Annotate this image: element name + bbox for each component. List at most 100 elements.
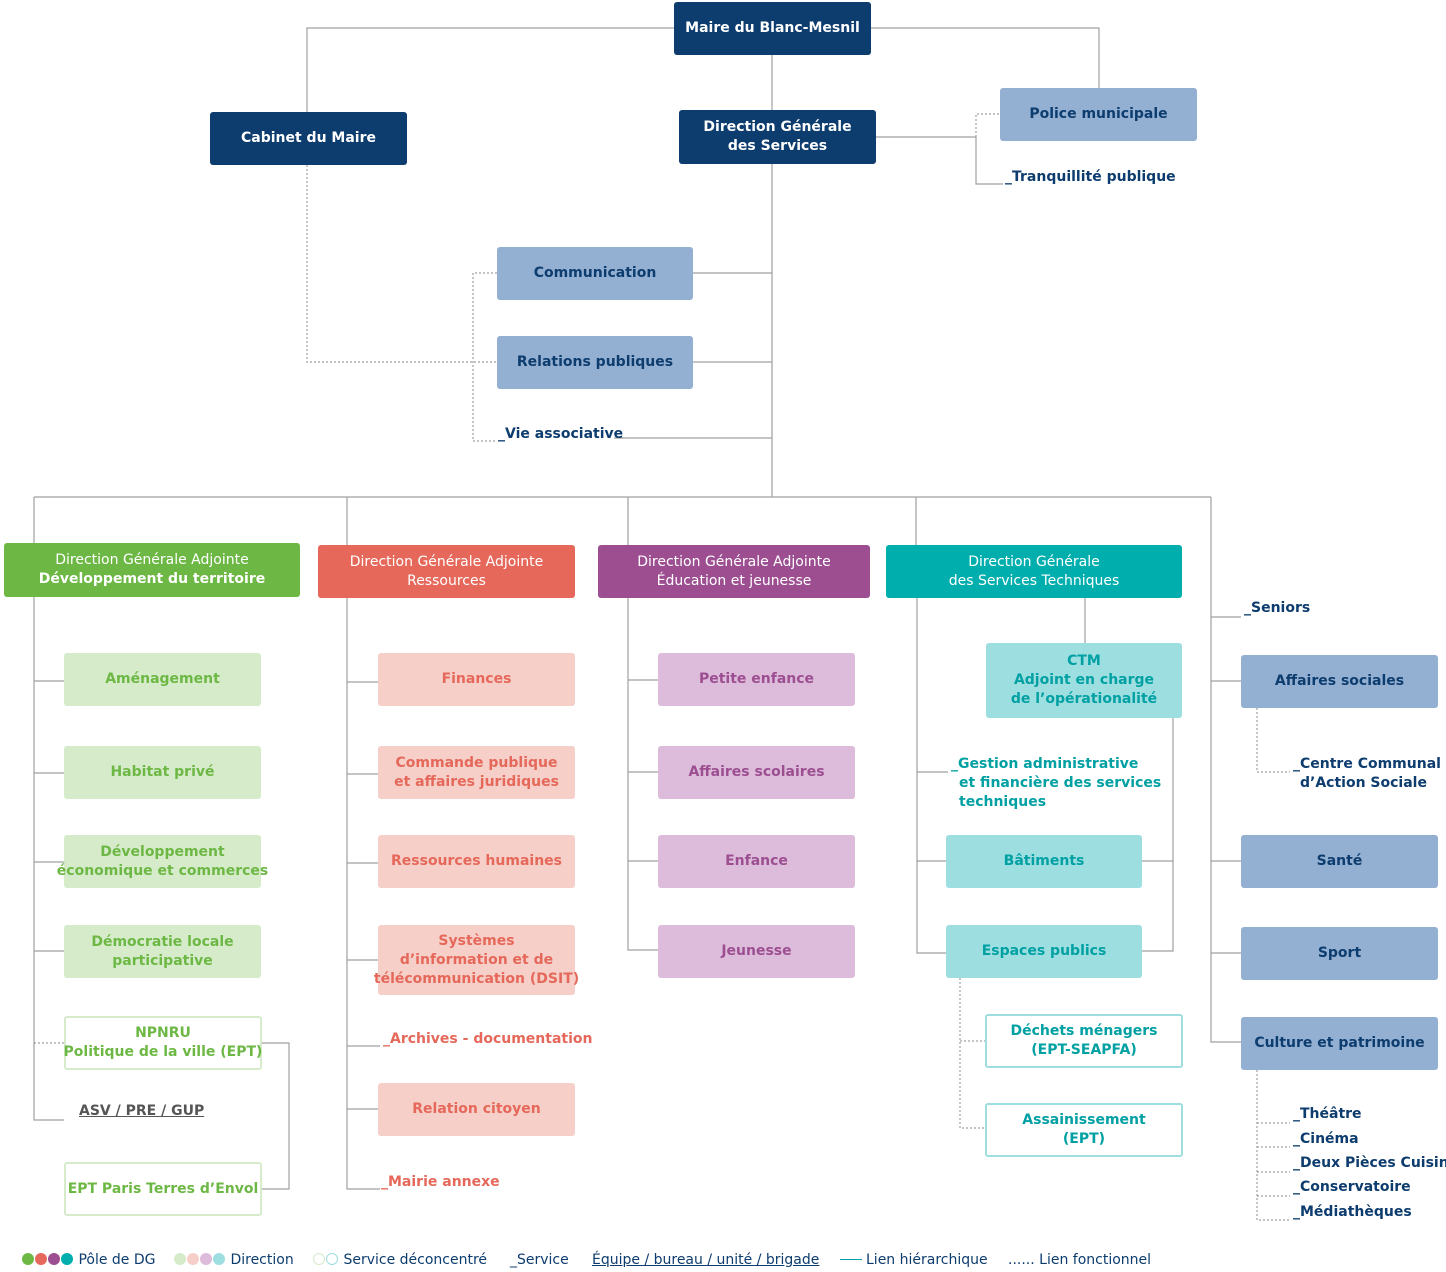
dev-eco-label-1: Développement	[100, 843, 225, 860]
finances-label: Finances	[441, 671, 512, 687]
legend-lien-hierarchique: Lien hiérarchique	[840, 1251, 988, 1269]
dsit-box: Systèmes d’information et de télécommuni…	[374, 925, 579, 995]
teal-dot-icon	[61, 1253, 73, 1265]
npnru-label-1: NPNRU	[135, 1025, 191, 1041]
rh-label: Ressources humaines	[391, 853, 562, 869]
communication-box: Communication	[497, 247, 693, 300]
legend-direction: Direction	[174, 1251, 294, 1269]
batiments-box: Bâtiments	[946, 835, 1142, 888]
legend-equipe-label: Équipe / bureau / unité / brigade	[592, 1252, 820, 1268]
dga-edu-label-2: Éducation et jeunesse	[656, 572, 812, 589]
sport-box: Sport	[1241, 927, 1438, 980]
police-label: Police municipale	[1029, 106, 1168, 122]
batiments-label: Bâtiments	[1003, 853, 1085, 869]
communication-label: Communication	[533, 265, 657, 281]
culture-label: Culture et patrimoine	[1254, 1035, 1425, 1051]
habitat-label: Habitat privé	[110, 764, 215, 780]
cabinet-box: Cabinet du Maire	[210, 112, 407, 165]
dgst-box: Direction Générale des Services Techniqu…	[886, 545, 1182, 598]
asv-team: ASV / PRE / GUP	[79, 1103, 205, 1119]
legend-lien-hierarchique-label: Lien hiérarchique	[866, 1252, 988, 1268]
affaires-scolaires-box: Affaires scolaires	[658, 746, 855, 799]
dechets-box: Déchets ménagers (EPT-SEAPFA)	[985, 1014, 1183, 1068]
relations-publiques-box: Relations publiques	[497, 336, 693, 389]
sante-box: Santé	[1241, 835, 1438, 888]
sport-label: Sport	[1317, 945, 1362, 961]
enfance-label: Enfance	[725, 853, 788, 869]
dechets-label-2: (EPT-SEAPFA)	[1031, 1042, 1137, 1058]
commande-label-2: et affaires juridiques	[394, 773, 559, 790]
commande-publique-box: Commande publique et affaires juridiques	[378, 746, 575, 799]
habitat-box: Habitat privé	[64, 746, 261, 799]
ccas-service: _Centre Communal d’Action Sociale	[1293, 756, 1441, 791]
cinema-service: _Cinéma	[1293, 1131, 1359, 1147]
ctm-box: CTM Adjoint en charge de l’opérationalit…	[986, 643, 1182, 718]
ept-paris-label: EPT Paris Terres d’Envol	[67, 1180, 259, 1197]
finances-box: Finances	[378, 653, 575, 706]
mediatheques-service: _Médiathèques	[1293, 1204, 1412, 1220]
dgs-box: Direction Générale des Services	[679, 110, 876, 164]
maire-box: Maire du Blanc-Mesnil	[674, 2, 871, 55]
affaires-sociales-label: Affaires sociales	[1274, 673, 1405, 689]
jeunesse-label: Jeunesse	[721, 943, 792, 959]
legend-lien-fonctionnel: ...... Lien fonctionnel	[1008, 1251, 1151, 1269]
petite-enfance-box: Petite enfance	[658, 653, 855, 706]
legend-service-deconcentre: Service déconcentré	[313, 1251, 487, 1269]
dga-res-label-2: Ressources	[407, 572, 486, 589]
dga-developpement-box: Direction Générale Adjointe Développemen…	[4, 543, 300, 597]
petite-enfance-label: Petite enfance	[698, 671, 815, 687]
relation-citoyen-box: Relation citoyen	[378, 1083, 575, 1136]
dgs-label-1: Direction Générale	[703, 119, 852, 135]
purple-dot-icon	[48, 1253, 60, 1265]
democratie-box: Démocratie locale participative	[64, 925, 261, 978]
legend-service: _Service	[510, 1251, 569, 1269]
archives-service: _Archives - documentation	[383, 1031, 593, 1047]
legend-lien-fonctionnel-label: ...... Lien fonctionnel	[1008, 1252, 1152, 1268]
deux-pieces-cuisine-service: _Deux Pièces Cuisine	[1293, 1155, 1446, 1171]
seniors-service: _Seniors	[1244, 600, 1311, 616]
legend-service-label: _Service	[510, 1252, 569, 1268]
maire-label: Maire du Blanc-Mesnil	[685, 20, 860, 36]
developpement-economique-box: Développement économique et commerces	[57, 835, 268, 888]
dga-ressources-box: Direction Générale Adjointe Ressources	[318, 545, 575, 598]
dechets-label-1: Déchets ménagers	[1010, 1023, 1158, 1039]
green-ring-icon	[313, 1253, 325, 1265]
dsit-label-3: télécommunication (DSIT)	[373, 970, 580, 987]
democratie-label-2: participative	[112, 952, 213, 969]
teal-ring-icon	[326, 1253, 338, 1265]
ctm-label-1: CTM	[1067, 653, 1101, 669]
affaires-scolaires-label: Affaires scolaires	[688, 764, 825, 780]
commande-label-1: Commande publique	[395, 754, 558, 771]
dsit-label-1: Systèmes	[438, 932, 515, 949]
legend-equipe: Équipe / bureau / unité / brigade	[592, 1251, 819, 1269]
legend-pole: Pôle de DG	[22, 1251, 156, 1269]
dsit-label-2: d’information et de	[399, 951, 554, 968]
dga-education-box: Direction Générale Adjointe Éducation et…	[598, 545, 870, 598]
light-teal-dot-icon	[213, 1253, 225, 1265]
assainissement-label-1: Assainissement	[1022, 1112, 1146, 1128]
dga-dev-label-2: Développement du territoire	[38, 571, 266, 587]
dga-res-label-1: Direction Générale Adjointe	[349, 553, 544, 570]
dga-edu-label-1: Direction Générale Adjointe	[637, 553, 831, 570]
red-dot-icon	[35, 1253, 47, 1265]
espaces-publics-label: Espaces publics	[981, 943, 1107, 959]
dgst-label-1: Direction Générale	[968, 553, 1100, 570]
assainissement-box: Assainissement (EPT)	[985, 1103, 1183, 1157]
legend-direction-label: Direction	[230, 1252, 294, 1268]
tranquillite-service: _Tranquillité publique	[1005, 169, 1176, 185]
jeunesse-box: Jeunesse	[658, 925, 855, 978]
solid-line-icon	[840, 1259, 862, 1260]
gestion-administrative-service: _Gestion administrative et financière de…	[951, 756, 1162, 810]
relations-publiques-label: Relations publiques	[516, 354, 674, 370]
cabinet-label: Cabinet du Maire	[240, 130, 376, 146]
police-box: Police municipale	[1000, 88, 1197, 141]
conservatoire-service: _Conservatoire	[1293, 1179, 1411, 1195]
dev-eco-label-2: économique et commerces	[56, 862, 269, 879]
theatre-service: _Théâtre	[1293, 1106, 1362, 1122]
dgs-label-2: des Services	[727, 138, 828, 154]
legend-pole-label: Pôle de DG	[78, 1252, 156, 1268]
light-purple-dot-icon	[200, 1253, 212, 1265]
culture-box: Culture et patrimoine	[1241, 1017, 1438, 1070]
sante-label: Santé	[1316, 853, 1363, 869]
